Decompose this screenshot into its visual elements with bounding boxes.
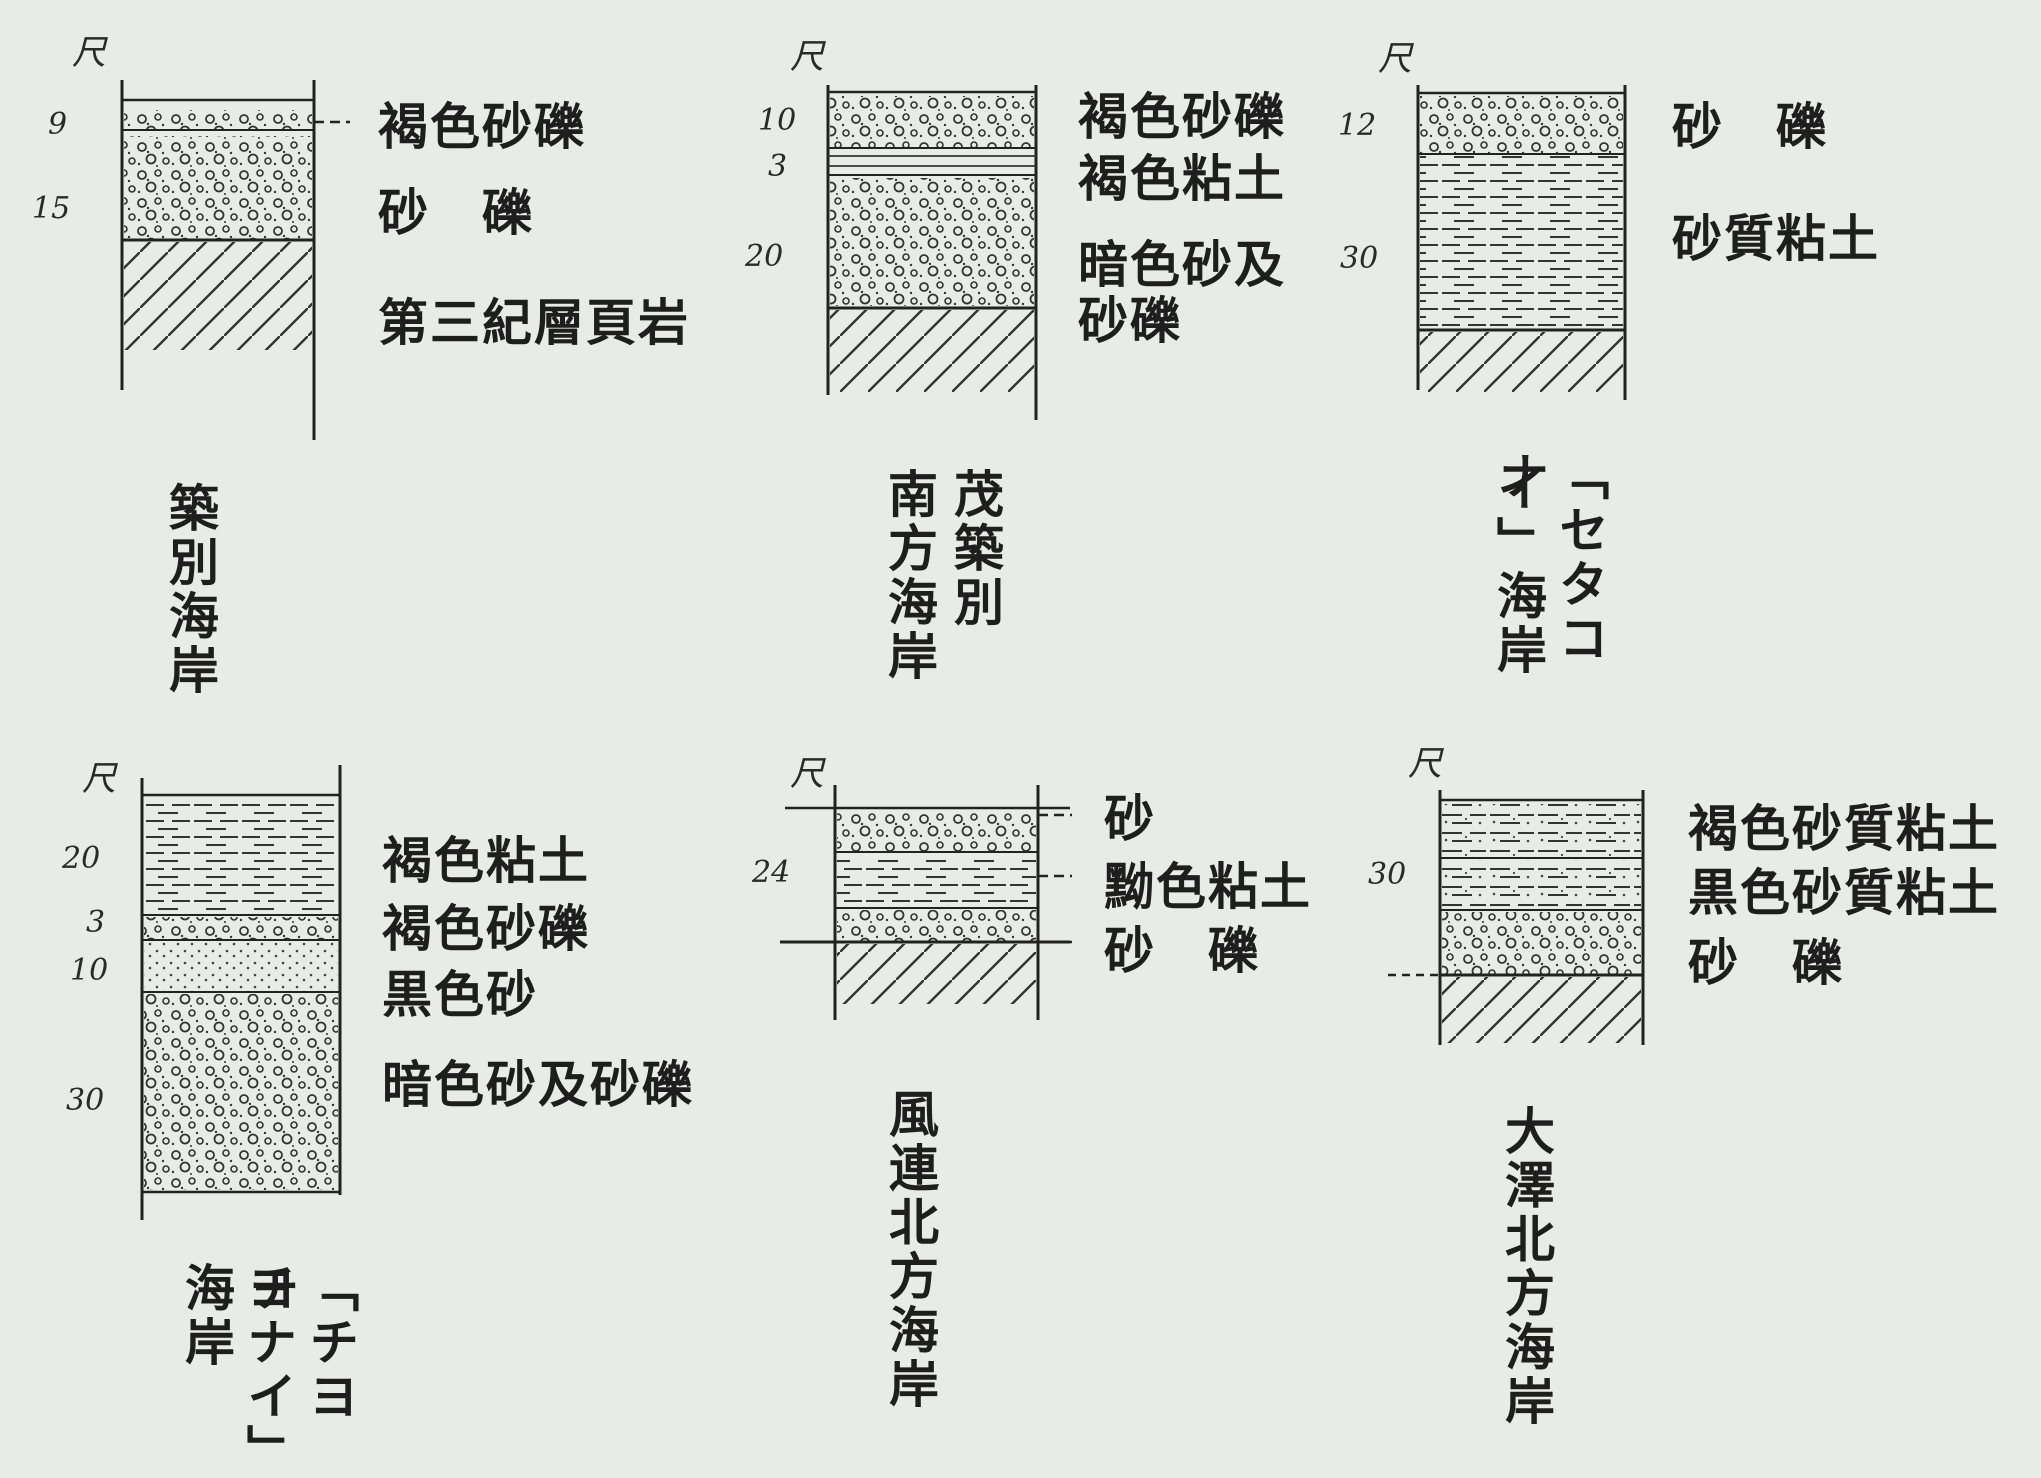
- layer-gravel: [1442, 912, 1641, 974]
- layer-gravel: [1420, 96, 1623, 154]
- layer-sand: [837, 812, 1036, 852]
- thickness-value: 12: [1338, 108, 1376, 143]
- column-1: 尺 9 15: [32, 33, 350, 440]
- thickness-value: 20: [744, 239, 783, 274]
- column-5: 尺 24: [751, 754, 1072, 1020]
- layer-label: 第三紀層頁岩: [378, 293, 690, 352]
- layer-dark-sand-gravel: [830, 178, 1034, 306]
- location-label-line: 「セタコナ: [1491, 450, 1610, 666]
- layer-label: 褐色砂礫: [1078, 87, 1286, 146]
- column-4: 尺 20 3 10 30: [61, 759, 342, 1220]
- layer-gravel: [124, 136, 312, 240]
- layer-brown-gravel: [830, 96, 1034, 148]
- layer-label: 褐色砂礫: [378, 97, 586, 156]
- thickness-value: 15: [32, 191, 70, 226]
- layer-dark-sand-gravel: [144, 994, 338, 1190]
- unit-symbol: 尺: [790, 37, 827, 77]
- layer-brown-gravel: [144, 917, 338, 939]
- layer-label: 黒色砂: [382, 965, 538, 1024]
- thickness-value: 20: [61, 841, 100, 876]
- unit-symbol: 尺: [72, 33, 109, 73]
- location-label: 風連北方海岸: [881, 1088, 940, 1412]
- thickness-value: 3: [86, 905, 105, 940]
- layer-shale: [1420, 332, 1623, 392]
- thickness-value: 3: [768, 149, 787, 184]
- layer-shale: [837, 944, 1036, 1004]
- location-label: 大澤北方海岸: [1497, 1105, 1556, 1429]
- location-label-line: 茂築別: [946, 468, 1005, 630]
- layer-tertiary-shale: [124, 242, 312, 350]
- layer-label: 砂 礫: [378, 183, 534, 242]
- layer-brown-clay: [144, 800, 338, 912]
- layer-label: 暗色砂及砂礫: [382, 1055, 694, 1114]
- layer-label: 褐色砂質粘土: [1688, 799, 2000, 858]
- layer-shale: [830, 310, 1034, 392]
- layer-sandy-clay: [1420, 156, 1623, 330]
- location-label: 茂築別 南方海岸: [855, 468, 1005, 718]
- layer-black-sandy-clay: [1442, 860, 1641, 908]
- layer-shale: [1442, 977, 1641, 1043]
- thickness-value: 30: [66, 1083, 104, 1118]
- unit-symbol: 尺: [82, 759, 119, 799]
- unit-symbol: 尺: [1408, 744, 1445, 784]
- layer-label: 黝色粘土: [1104, 857, 1312, 916]
- layer-label: 褐色砂礫: [382, 899, 590, 958]
- column-3: 尺 12 30: [1338, 39, 1627, 400]
- thickness-value: 9: [48, 107, 67, 142]
- thickness-value: 30: [1340, 241, 1378, 276]
- location-label: 「セタコナ イ」海岸: [1470, 450, 1610, 710]
- layer-label: 砂 礫: [1104, 921, 1260, 980]
- layer-label: 褐色粘土: [1078, 149, 1286, 208]
- location-label-line: イ」海岸: [1489, 462, 1548, 678]
- layer-label: 砂 礫: [1672, 97, 1828, 156]
- location-label-line: 「チヨチ: [241, 1262, 360, 1424]
- unit-symbol: 尺: [1378, 39, 1415, 79]
- unit-symbol: 尺: [790, 754, 827, 794]
- layer-label: 褐色粘土: [382, 831, 590, 890]
- location-label-line: 南方海岸: [880, 468, 939, 684]
- layer-dark-clay: [837, 854, 1036, 908]
- location-label: 築別海岸: [161, 482, 220, 698]
- layer-label: 暗色砂及: [1078, 235, 1286, 294]
- layer-brown-sandy-clay: [1442, 804, 1641, 856]
- layer-label: 砂: [1104, 789, 1156, 848]
- layer-label: 砂質粘土: [1672, 209, 1880, 268]
- layer-label: 砂 礫: [1688, 933, 1844, 992]
- layer-black-sand: [144, 942, 338, 992]
- location-label-line: 海岸: [177, 1262, 236, 1370]
- layer-label: 砂礫: [1078, 291, 1182, 350]
- layer-label: 黒色砂質粘土: [1688, 863, 2000, 922]
- column-6: 尺 30: [1368, 744, 1645, 1045]
- location-label: 「チヨチ ヨナイ」 海岸: [160, 1262, 360, 1478]
- thickness-value: 30: [1368, 857, 1406, 892]
- layer-gravel: [837, 910, 1036, 942]
- layer-brown-gravel: [124, 110, 312, 130]
- thickness-value: 24: [751, 855, 790, 890]
- thickness-value: 10: [70, 953, 108, 988]
- column-2: 尺 10 3 20: [744, 37, 1038, 420]
- location-label-line: ヨナイ」: [239, 1262, 298, 1478]
- thickness-value: 10: [758, 103, 796, 138]
